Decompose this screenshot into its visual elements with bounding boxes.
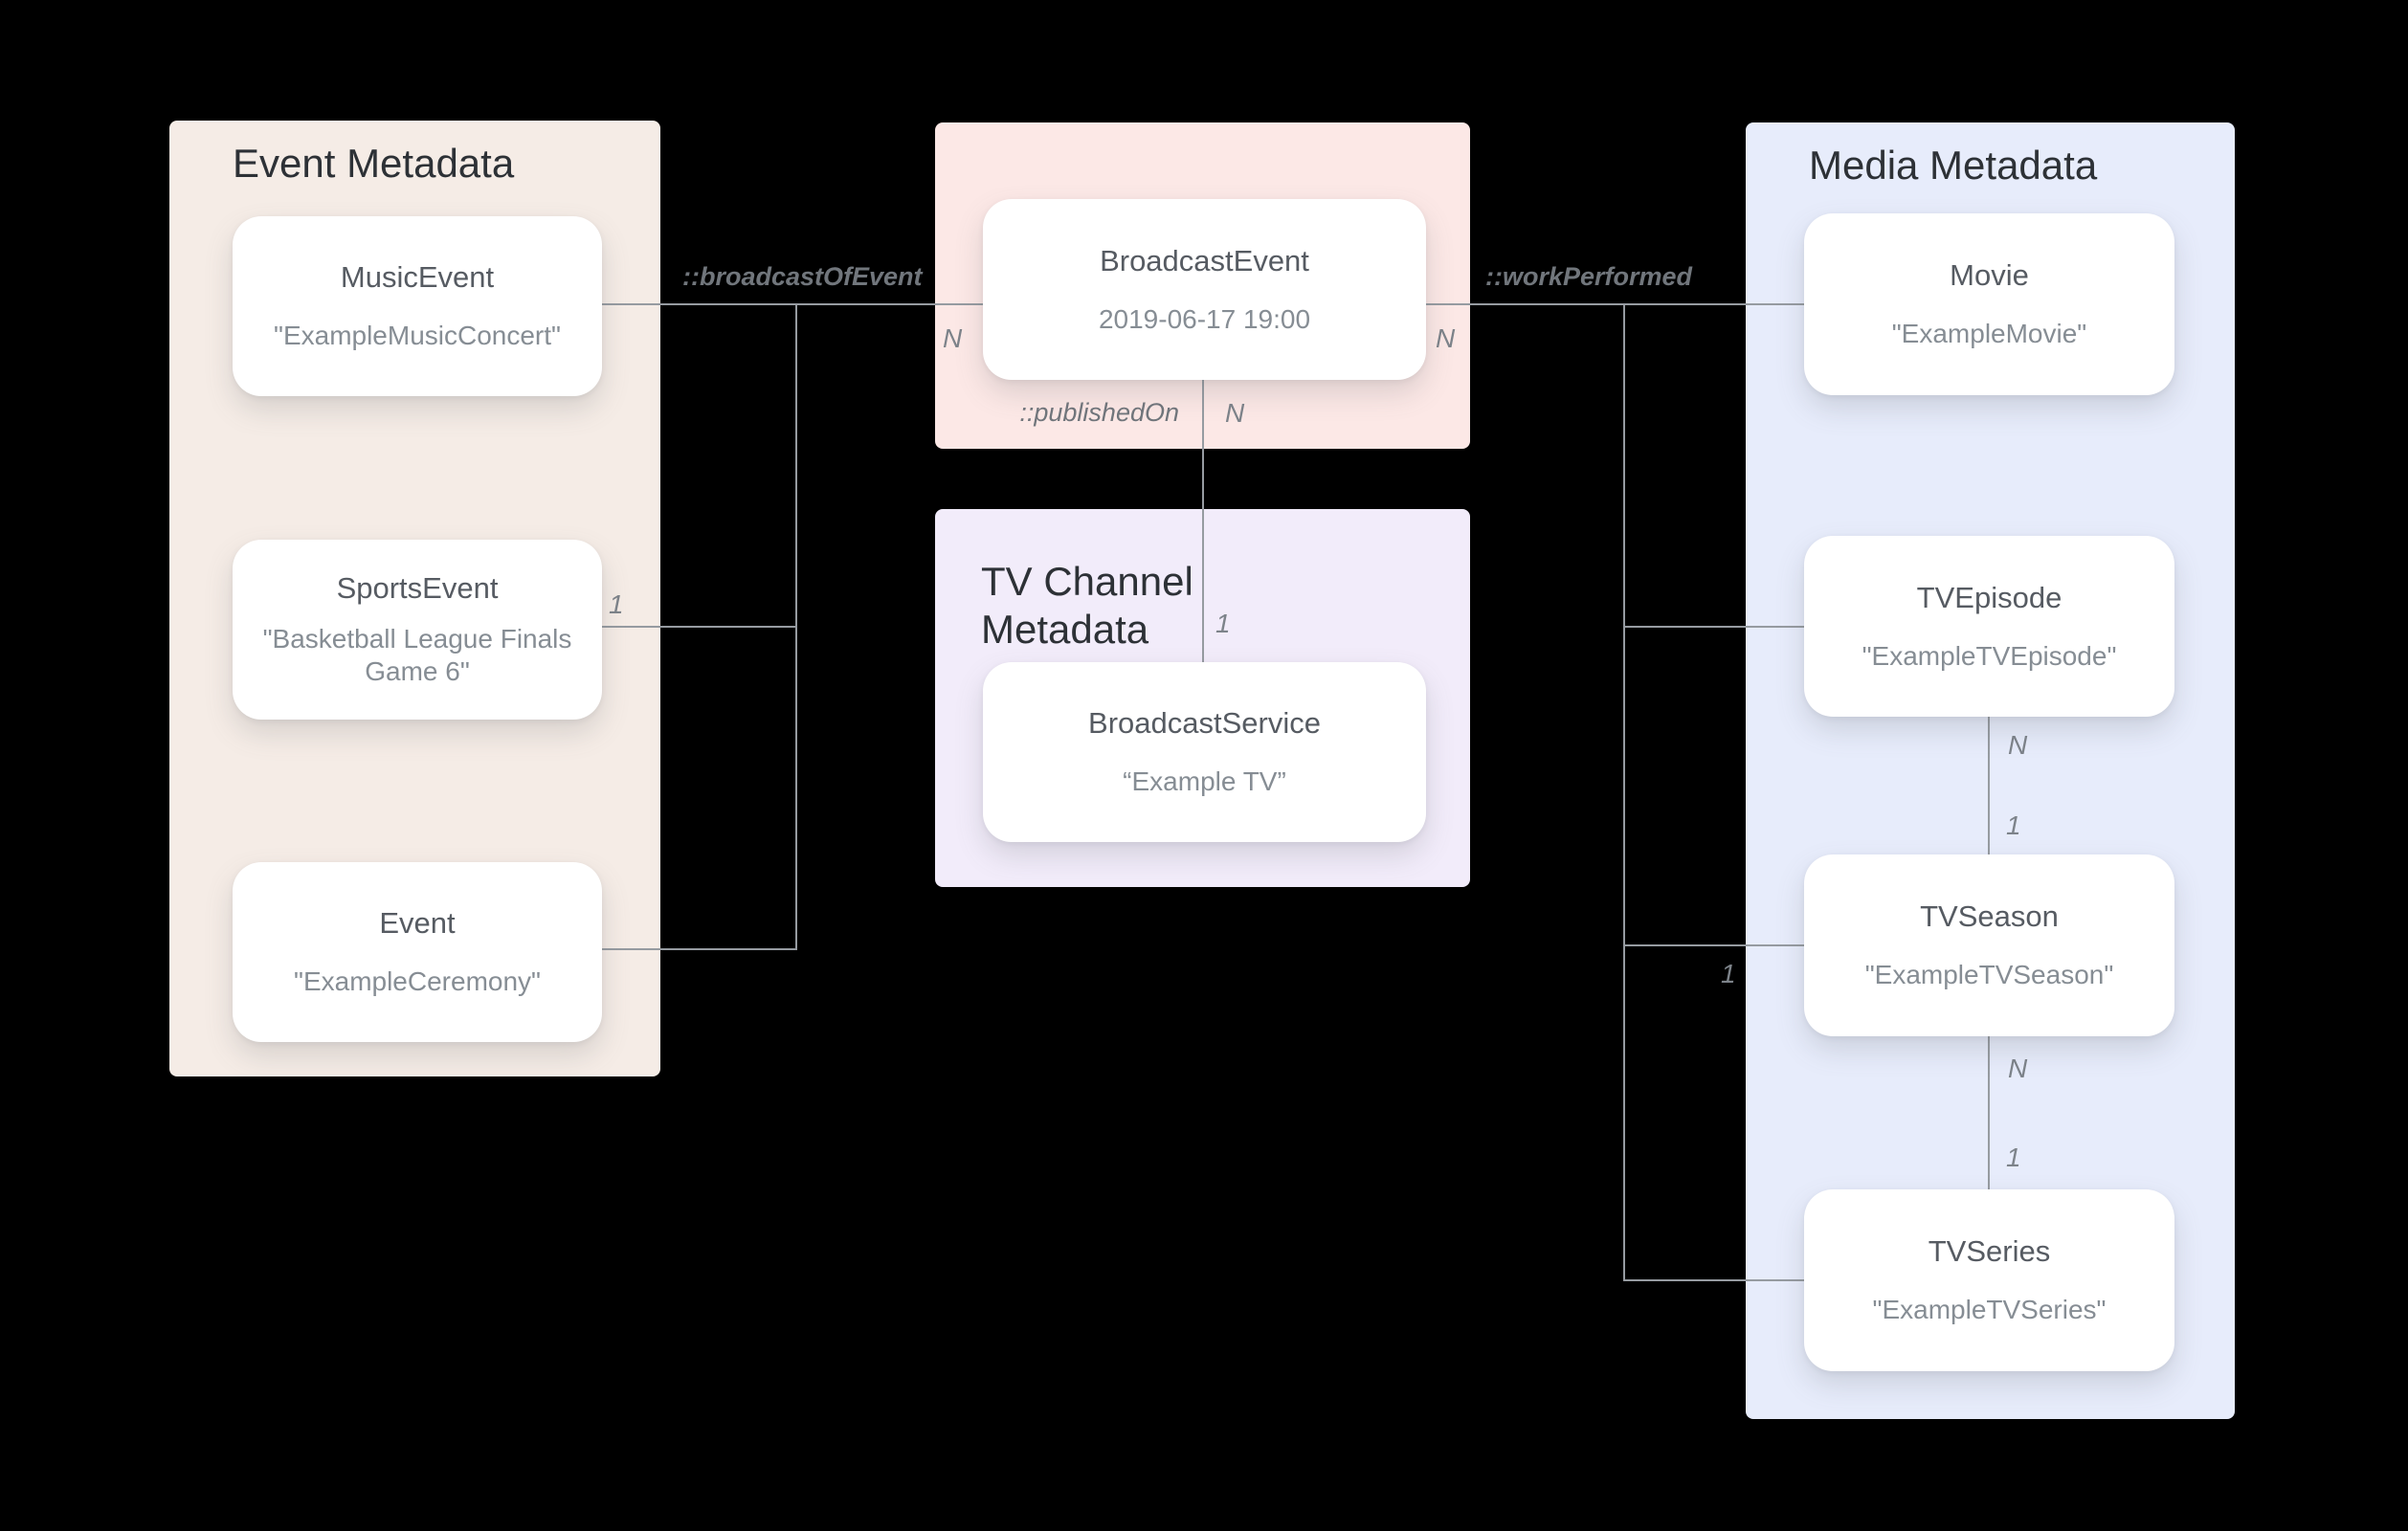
event-metadata-title: Event Metadata (233, 141, 515, 186)
season-to-series-cardinality-n: N (2008, 1054, 2028, 1083)
episode-to-season-line (1988, 717, 1990, 854)
episode-to-season-cardinality-1: 1 (2006, 810, 2021, 840)
tv-season-title: TVSeason (1920, 899, 2059, 933)
season-to-series-cardinality-1: 1 (2006, 1143, 2021, 1172)
music-event-title: MusicEvent (340, 260, 495, 294)
sports-event-title: SportsEvent (336, 571, 499, 605)
broadcast-service-cardinality-1: 1 (1215, 609, 1231, 638)
tv-series-branch-line (1623, 1279, 1804, 1281)
tv-episode-branch-line (1623, 626, 1804, 628)
tv-season-cardinality-1: 1 (1721, 959, 1736, 988)
event-node: Event "ExampleCeremony" (233, 862, 602, 1042)
tv-season-subtitle: "ExampleTVSeason" (1864, 960, 2114, 989)
work-performed-cardinality-n: N (1436, 323, 1456, 353)
season-to-series-line (1988, 1036, 1990, 1189)
tv-episode-node: TVEpisode "ExampleTVEpisode" (1804, 536, 2174, 717)
tv-series-node: TVSeries "ExampleTVSeries" (1804, 1189, 2174, 1371)
tv-season-branch-line (1623, 944, 1804, 946)
sports-event-cardinality-1: 1 (609, 589, 624, 619)
broadcast-service-node: BroadcastService “Example TV” (983, 662, 1426, 842)
music-event-node: MusicEvent "ExampleMusicConcert" (233, 216, 602, 396)
broadcast-service-title: BroadcastService (1088, 706, 1321, 740)
tv-season-node: TVSeason "ExampleTVSeason" (1804, 854, 2174, 1036)
sports-event-subtitle: "Basketball League Finals Game 6" (262, 624, 572, 686)
sports-event-node: SportsEvent "Basketball League Finals Ga… (233, 540, 602, 720)
episode-to-season-cardinality-n: N (2008, 730, 2028, 760)
broadcast-event-title: BroadcastEvent (1100, 243, 1309, 277)
event-subtitle: "ExampleCeremony" (294, 966, 541, 996)
tv-series-subtitle: "ExampleTVSeries" (1872, 1295, 2107, 1324)
work-performed-main-line (1426, 303, 1804, 305)
tv-episode-subtitle: "ExampleTVEpisode" (1862, 640, 2117, 671)
broadcast-service-subtitle: “Example TV” (1123, 766, 1286, 796)
event-branch-line (602, 948, 796, 950)
media-metadata-title: Media Metadata (1809, 143, 2098, 188)
broadcast-of-event-main-line (602, 303, 983, 305)
published-on-label: ::publishedOn (1019, 398, 1179, 427)
work-performed-label: ::workPerformed (1484, 262, 1693, 291)
tv-series-title: TVSeries (1928, 1234, 2051, 1268)
broadcast-of-event-trunk-line (795, 303, 797, 950)
event-title: Event (379, 906, 456, 940)
tv-episode-title: TVEpisode (1916, 580, 2062, 614)
tv-channel-metadata-title: TV Channel Metadata (981, 559, 1193, 652)
music-event-subtitle: "ExampleMusicConcert" (274, 321, 561, 350)
movie-subtitle: "ExampleMovie" (1891, 319, 2087, 348)
published-on-cardinality-n: N (1225, 398, 1245, 428)
broadcast-event-subtitle: 2019-06-17 19:00 (1098, 303, 1311, 334)
broadcast-of-event-label: ::broadcastOfEvent (682, 262, 923, 291)
broadcast-of-event-cardinality-n: N (943, 323, 963, 353)
movie-node: Movie "ExampleMovie" (1804, 213, 2174, 395)
work-performed-trunk-line (1623, 303, 1625, 1281)
sports-event-branch-line (602, 626, 796, 628)
movie-title: Movie (1950, 258, 2029, 292)
published-on-line (1202, 380, 1204, 662)
broadcast-event-node: BroadcastEvent 2019-06-17 19:00 (983, 199, 1426, 380)
